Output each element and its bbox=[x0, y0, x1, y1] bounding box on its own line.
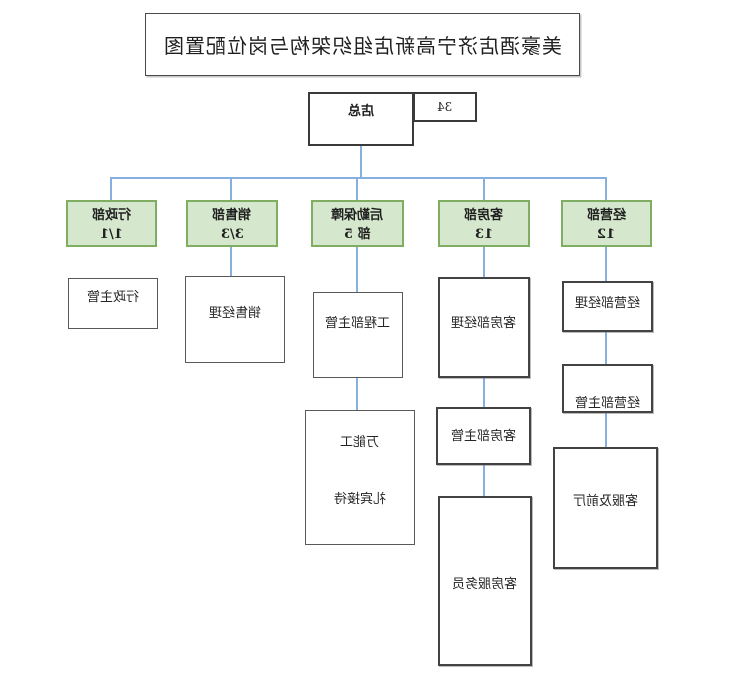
dept-housekeeping-label: 客房部 bbox=[464, 208, 504, 223]
position-node-housekeeping-supervisor: 客房部主管 bbox=[436, 407, 531, 465]
connector-line-engineering-supervisor bbox=[356, 247, 358, 292]
connector-line-drop-sales bbox=[230, 177, 232, 200]
position-node-housekeeping-manager: 客房部经理 bbox=[438, 277, 530, 378]
connector-line-housekeeping-supervisor bbox=[483, 378, 485, 407]
dept-node-housekeeping: 客房部 13 bbox=[438, 200, 530, 247]
dept-node-sales: 销售部 3/3 bbox=[186, 200, 278, 247]
position-concierge-label: 礼宾接待 bbox=[333, 492, 386, 507]
connector-line-horizontal-rail bbox=[110, 177, 607, 179]
dept-admin-ratio: 1/1 bbox=[100, 227, 123, 242]
connector-line-operations-supervisor bbox=[605, 332, 607, 364]
connector-line-housekeeping-manager bbox=[483, 247, 485, 277]
connector-line-drop-admin bbox=[110, 177, 112, 200]
connector-line-handyman bbox=[356, 378, 358, 410]
connector-line-drop-operations bbox=[605, 177, 607, 200]
position-housekeeping-manager-label: 客房部经理 bbox=[451, 316, 517, 331]
dept-node-operations: 经营部 12 bbox=[561, 200, 652, 247]
position-admin-supervisor-label: 行政主管 bbox=[86, 290, 139, 305]
dept-node-logistics-support: 后勤保障 部 5 bbox=[311, 200, 404, 247]
position-node-engineering-supervisor: 工程部主管 bbox=[313, 292, 403, 378]
connector-line-root-stem bbox=[360, 146, 362, 178]
position-node-room-attendant: 客房服务员 bbox=[438, 496, 532, 666]
position-node-service-front-hall: 客服及前厅 bbox=[553, 447, 658, 569]
headcount-value: 34 bbox=[437, 100, 453, 114]
position-handyman-label: 万能工 bbox=[340, 435, 380, 450]
dept-logistics-ratio: 部 5 bbox=[344, 227, 371, 242]
dept-operations-label: 经营部 bbox=[586, 208, 626, 223]
connector-line-drop-logistics bbox=[356, 177, 358, 200]
position-node-handyman-concierge: 万能工 礼宾接待 bbox=[305, 410, 415, 545]
headcount-badge: 34 bbox=[413, 92, 477, 122]
chart-title-box: 美豪酒店济宁高新店组织架构与岗位配置图 bbox=[145, 13, 580, 76]
connector-line-operations-manager bbox=[605, 247, 607, 281]
dept-sales-ratio: 3/3 bbox=[220, 227, 244, 242]
position-node-admin-supervisor: 行政主管 bbox=[68, 278, 158, 329]
position-room-attendant-label: 客房服务员 bbox=[452, 577, 518, 592]
connector-line-service-front-hall bbox=[605, 413, 607, 447]
position-engineering-supervisor-label: 工程部主管 bbox=[325, 316, 391, 331]
position-operations-supervisor-label: 经营部主管 bbox=[574, 396, 640, 411]
connector-line-drop-housekeeping bbox=[483, 177, 485, 200]
dept-node-admin: 行政部 1/1 bbox=[66, 200, 157, 247]
root-node-label: 店总 bbox=[347, 104, 374, 119]
position-service-front-hall-label: 客服及前厅 bbox=[572, 494, 638, 509]
dept-logistics-label: 后勤保障 bbox=[331, 208, 384, 223]
dept-housekeeping-ratio: 13 bbox=[474, 227, 494, 242]
position-node-operations-supervisor: 经营部主管 bbox=[562, 364, 653, 413]
connector-line-sales-manager bbox=[230, 247, 232, 276]
position-operations-manager-label: 经营部经理 bbox=[574, 296, 640, 311]
dept-admin-label: 行政部 bbox=[91, 208, 131, 223]
chart-title: 美豪酒店济宁高新店组织架构与岗位配置图 bbox=[163, 34, 562, 58]
connector-line-room-attendant bbox=[483, 465, 485, 496]
position-node-operations-manager: 经营部经理 bbox=[562, 281, 653, 332]
position-node-sales-manager: 销售经理 bbox=[185, 276, 285, 363]
dept-sales-label: 销售部 bbox=[212, 208, 252, 223]
position-housekeeping-supervisor-label: 客房部主管 bbox=[450, 429, 516, 444]
root-node-store-general-manager: 店总 bbox=[308, 92, 414, 146]
position-sales-manager-label: 销售经理 bbox=[208, 306, 261, 321]
dept-operations-ratio: 12 bbox=[597, 227, 616, 242]
